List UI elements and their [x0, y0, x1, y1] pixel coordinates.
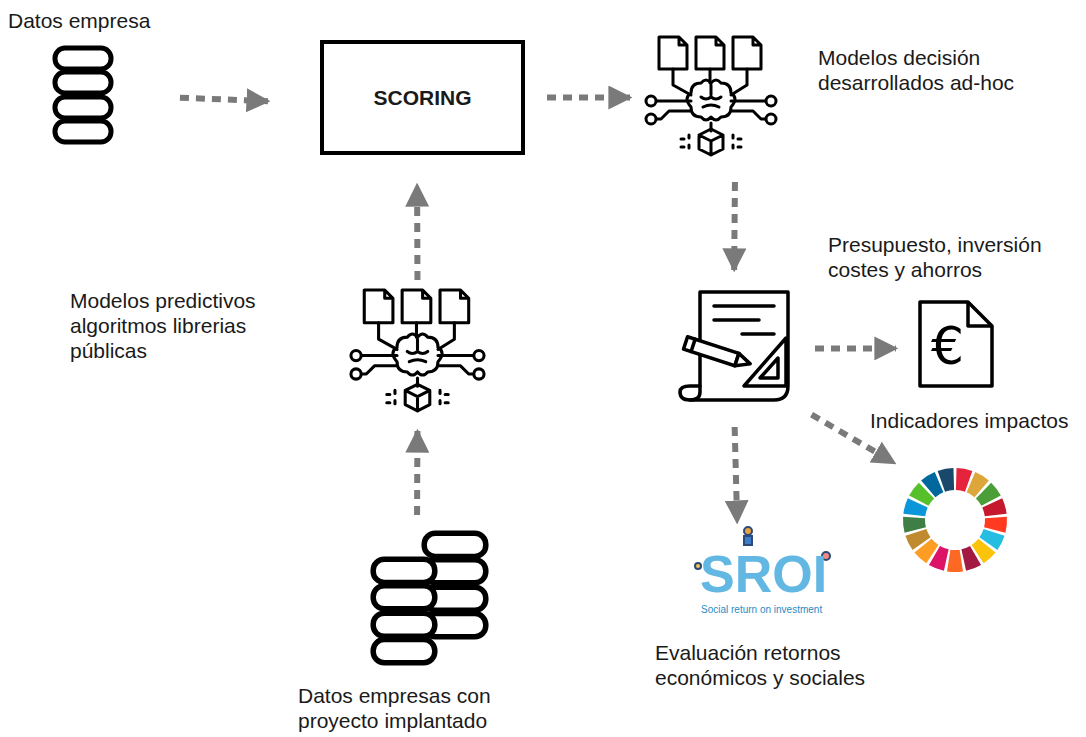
- wheel-segment: [941, 479, 953, 481]
- node-label: Modelos predictivos algoritmos librerias…: [70, 288, 300, 363]
- wheel-segment: [964, 555, 976, 560]
- dashed-arrow: [414, 431, 420, 515]
- icon-node: Modelos predictivos algoritmos librerias…: [345, 288, 490, 416]
- wheel-segment: [995, 517, 996, 530]
- icon-node: Datos empresas con proyecto implantado: [365, 530, 495, 666]
- dashed-arrow: [731, 182, 738, 270]
- dashed-arrow: [547, 95, 630, 101]
- node-label: Presupuesto, inversión costes y ahorros: [828, 232, 1073, 282]
- dashed-arrow: [180, 98, 268, 102]
- icon-node: Datos empresa: [52, 45, 114, 145]
- wheel-segment: [923, 546, 932, 555]
- process-box: SCORING: [320, 40, 525, 155]
- wheel-segment: [928, 482, 939, 489]
- wheel-segment: [978, 546, 987, 555]
- node-label: Evaluación retornos económicos y sociale…: [655, 640, 915, 690]
- wheel-segment: [992, 503, 995, 515]
- wheel-segment: [949, 550, 962, 572]
- wheel-segment: [984, 491, 992, 501]
- dashed-arrow: [815, 345, 896, 351]
- dashed-arrow: [414, 185, 420, 280]
- wheel-segment: [956, 479, 968, 481]
- icon-node: Indicadores impactos: [903, 468, 1007, 572]
- sroi-tagline: Social return on investment: [701, 604, 822, 616]
- node-label: Modelos decisión desarrollados ad-hoc: [818, 45, 1068, 95]
- icon-node: [678, 288, 790, 402]
- wheel-segment: [988, 532, 994, 543]
- wheel-segment: [914, 517, 915, 530]
- node-label: Datos empresa: [8, 8, 150, 33]
- euro-sign: €: [931, 318, 964, 374]
- wheel-segment: [916, 532, 922, 543]
- wheel-segment: [934, 555, 946, 560]
- sroi-logo-text: SROI: [700, 546, 827, 602]
- node-label: Indicadores impactos: [870, 408, 1068, 433]
- node-label: Datos empresas con proyecto implantado: [298, 683, 538, 733]
- box-label: SCORING: [365, 85, 479, 110]
- icon-node: Modelos decisión desarrollados ad-hoc: [640, 35, 782, 160]
- wheel-segment: [919, 491, 927, 501]
- wheel-segment: [914, 503, 917, 515]
- dashed-arrow: [735, 427, 737, 522]
- wheel-segment: [971, 482, 982, 489]
